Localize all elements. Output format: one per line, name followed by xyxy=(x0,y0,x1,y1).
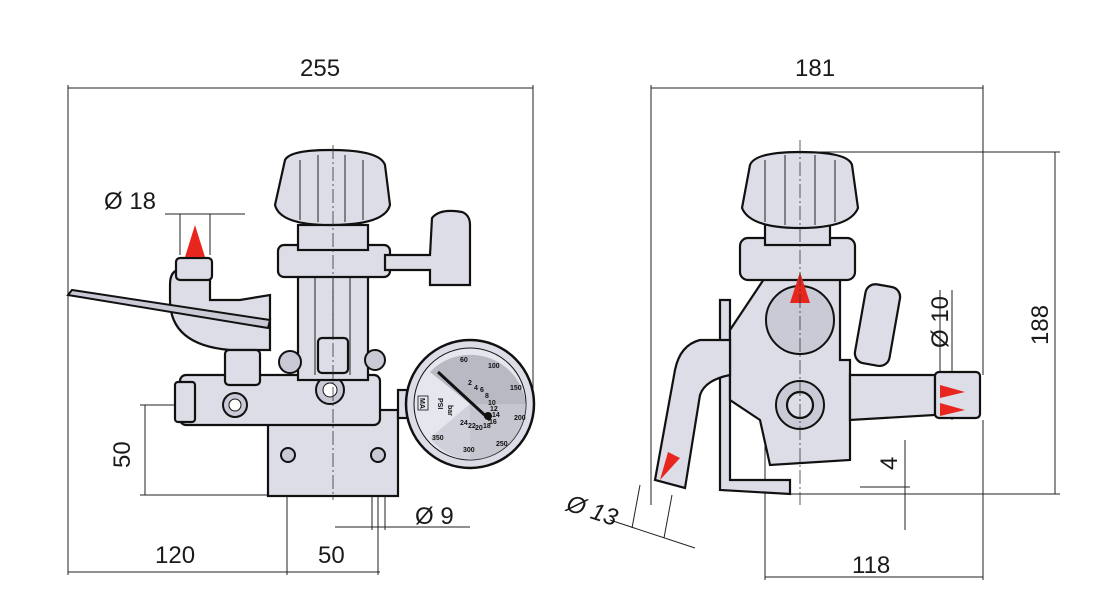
gauge-label: 350 xyxy=(432,435,444,442)
outlet-body xyxy=(848,373,937,422)
hose-flow-arrow xyxy=(660,452,680,480)
side-height-label: 188 xyxy=(1027,305,1054,345)
front-height-label: 50 xyxy=(109,441,136,468)
side-outlet-diameter-label: Ø 10 xyxy=(927,296,954,348)
gauge-label: 22 xyxy=(468,423,476,430)
gauge-label: 12 xyxy=(490,406,498,413)
gauge-needle xyxy=(436,370,492,422)
side-offset-label: 4 xyxy=(876,457,903,470)
outlet-flow-arrow xyxy=(940,385,965,398)
front-hole-spacing-label: 50 xyxy=(318,542,345,569)
side-hose-diameter-label: Ø 13 xyxy=(562,490,621,532)
gauge-unit-psi: PSI xyxy=(436,398,443,409)
gauge-label: 24 xyxy=(460,420,468,427)
manifold-body xyxy=(178,373,382,427)
front-left-distance-label: 120 xyxy=(155,542,195,569)
gauge-brand-logo: MA xyxy=(418,398,425,409)
gauge-label: 16 xyxy=(489,419,497,426)
gauge-unit-bar: bar xyxy=(446,405,453,416)
pressure-gauge: 60 100 150 200 250 300 350 2 4 6 8 10 12… xyxy=(404,338,536,470)
side-inlet-fitting xyxy=(853,283,902,368)
bypass-lever xyxy=(66,288,272,330)
side-flow-arrow xyxy=(790,272,810,303)
front-inlet-diameter-label: Ø 18 xyxy=(104,188,156,215)
side-base-label: 118 xyxy=(852,552,890,579)
gauge-label: 20 xyxy=(475,425,483,432)
gauge-label: 4 xyxy=(474,385,478,392)
gauge-label: 2 xyxy=(468,380,472,387)
side-view-regulator xyxy=(653,140,982,505)
side-bracket xyxy=(718,298,792,496)
outlet-flow-arrow xyxy=(940,403,965,416)
inlet-fitting xyxy=(174,256,214,282)
gauge-label: 60 xyxy=(460,357,468,364)
inlet-elbow xyxy=(168,268,272,352)
gauge-label: 150 xyxy=(510,385,522,392)
mount-hole xyxy=(370,447,386,463)
hose-tail xyxy=(653,338,732,490)
pressure-lever xyxy=(383,209,472,287)
inlet-flow-arrow xyxy=(185,225,205,257)
gauge-label: 8 xyxy=(485,393,489,400)
gauge-label: 14 xyxy=(492,412,500,419)
gauge-label: 18 xyxy=(483,423,491,430)
gauge-label: 100 xyxy=(488,363,500,370)
gauge-label: 200 xyxy=(514,415,526,422)
front-width-label: 255 xyxy=(300,55,340,82)
gauge-label: 300 xyxy=(463,447,475,454)
front-view-regulator xyxy=(66,145,472,500)
gauge-label: 10 xyxy=(488,400,496,407)
side-width-label: 181 xyxy=(795,55,835,82)
front-hole-diameter-label: Ø 9 xyxy=(415,503,454,530)
gauge-label: 250 xyxy=(496,441,508,448)
mount-hole xyxy=(280,447,296,463)
gauge-label: 6 xyxy=(480,387,484,394)
adjust-knob xyxy=(273,148,392,227)
